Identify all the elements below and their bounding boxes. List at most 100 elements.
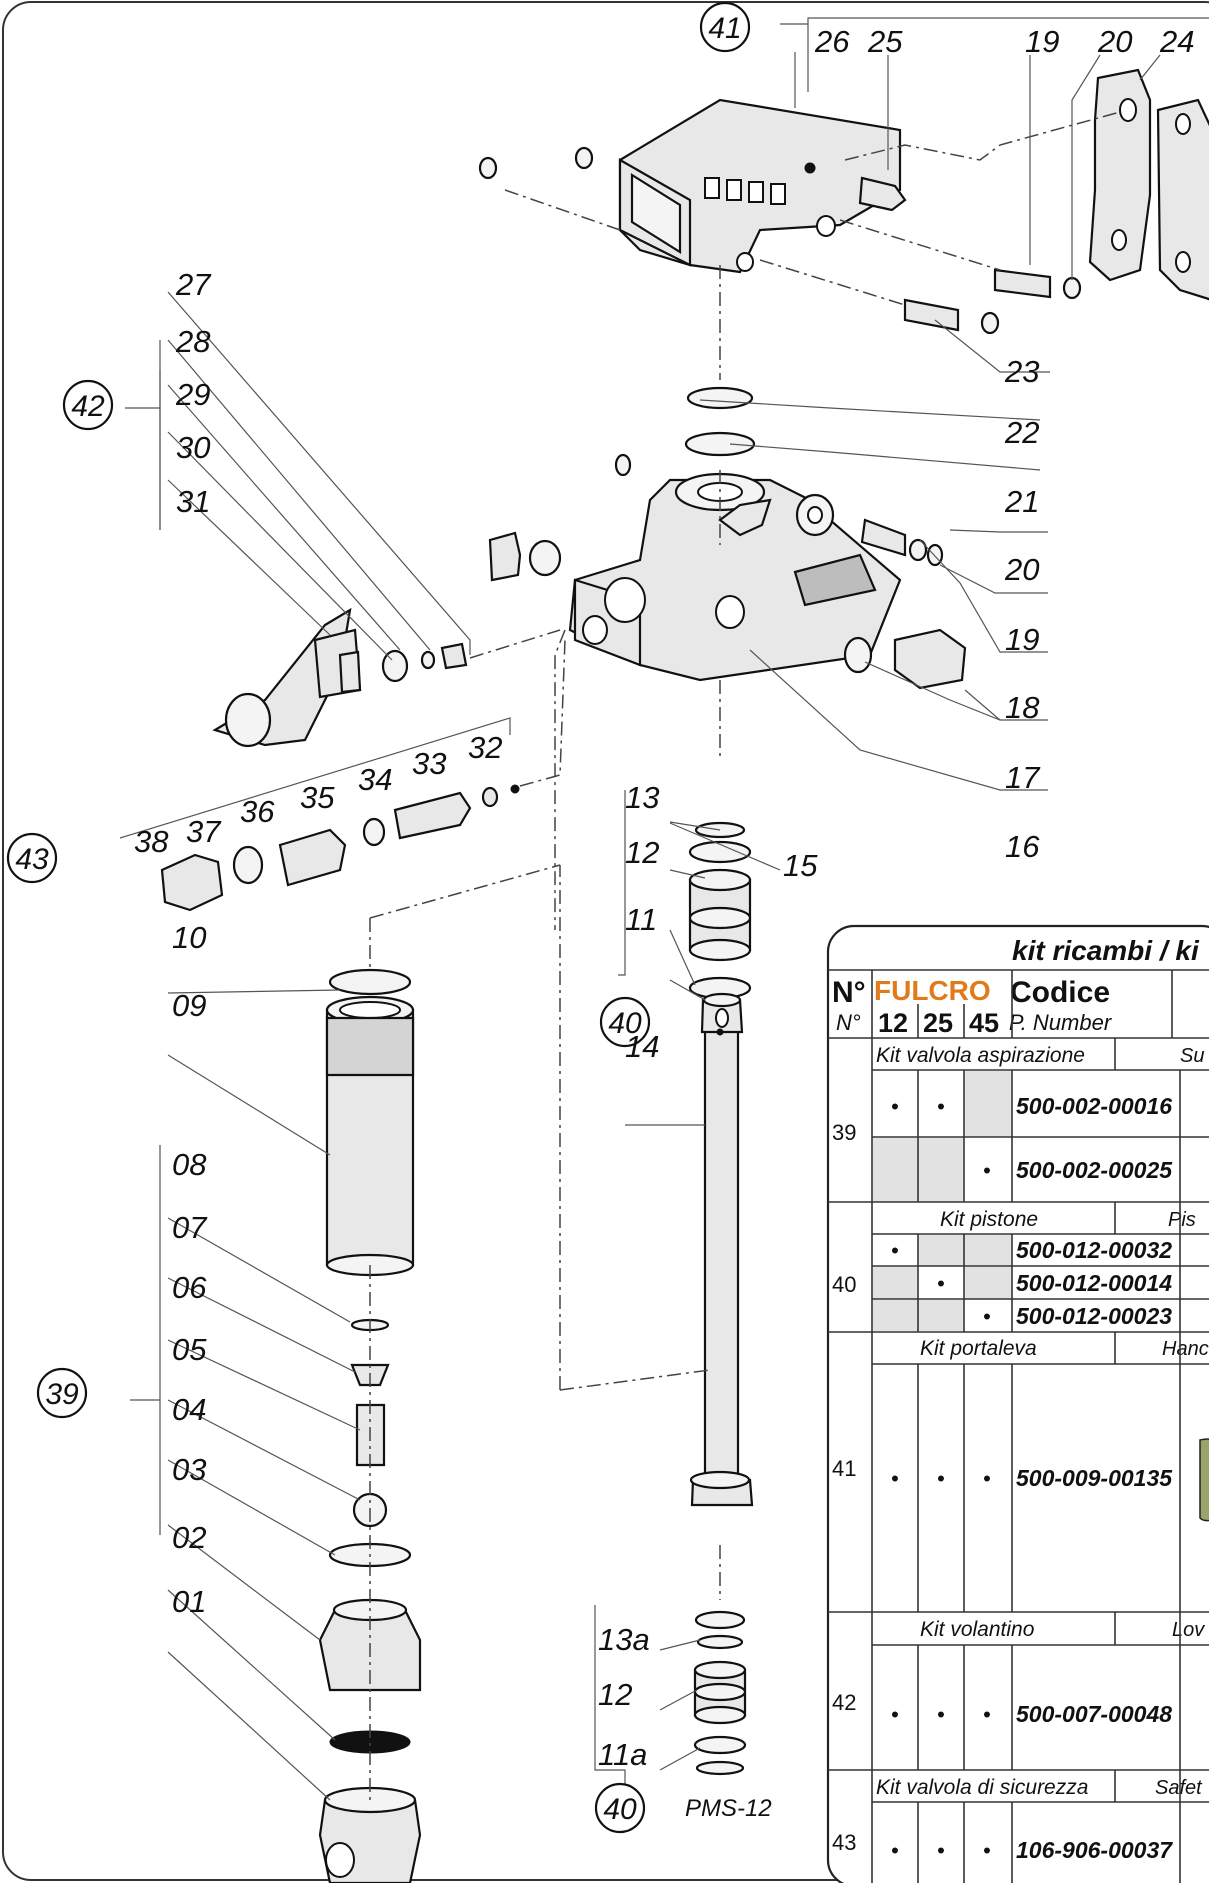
- callout-42: 42: [62, 379, 114, 431]
- pms-label: PMS-12: [685, 1795, 772, 1822]
- part-label-32: 32: [468, 730, 502, 765]
- handwheel-drawing: [125, 291, 561, 748]
- part-label-19: 19: [1025, 24, 1059, 59]
- part-label-23: 23: [1004, 354, 1039, 389]
- part-labels: 26 25 19 20 24 23 22 21 20 19 18 17 16 1…: [134, 24, 1194, 1772]
- part-label-10: 10: [172, 920, 206, 955]
- pump-body-drawing: [488, 386, 1048, 930]
- header-model-45: 45: [969, 1008, 999, 1038]
- part-label-15: 15: [783, 848, 818, 883]
- part-label-28: 28: [175, 324, 211, 359]
- code-500-012-00014: 500-012-00014: [1016, 1270, 1172, 1296]
- code-500-002-00016: 500-002-00016: [1016, 1093, 1172, 1119]
- part-label-34: 34: [358, 762, 392, 797]
- part-label-13: 13: [625, 780, 659, 815]
- callout-39: 39: [36, 1367, 88, 1419]
- bullet: •: [937, 1271, 945, 1296]
- part-label-05: 05: [172, 1332, 207, 1367]
- part-label-01: 01: [172, 1584, 206, 1619]
- bullet: •: [983, 1158, 991, 1183]
- part-label-20: 20: [1097, 24, 1132, 59]
- bullet: •: [937, 1466, 945, 1491]
- callout-40-upper: 40: [599, 996, 651, 1048]
- part-label-31: 31: [176, 484, 210, 519]
- part-label-18: 18: [1005, 690, 1040, 725]
- part-label-02: 02: [172, 1520, 206, 1555]
- row-43-name: Kit valvola di sicurezza: [876, 1776, 1088, 1799]
- row-43-name-en: Safet: [1155, 1777, 1203, 1799]
- spare-parts-table: kit ricambi / ki N° N° FULCRO 12 25 45 C…: [826, 924, 1209, 1883]
- row-40-name-en: Pis: [1168, 1209, 1196, 1231]
- part-label-17: 17: [1005, 760, 1041, 795]
- part-label-07: 07: [172, 1210, 208, 1245]
- svg-text:39: 39: [45, 1378, 79, 1411]
- row-42-name: Kit volantino: [920, 1618, 1035, 1641]
- svg-text:40: 40: [608, 1007, 642, 1040]
- code-500-012-00032: 500-012-00032: [1016, 1237, 1172, 1263]
- header-model-12: 12: [878, 1008, 908, 1038]
- part-label-04: 04: [172, 1392, 206, 1427]
- row-39-name: Kit valvola aspirazione: [876, 1044, 1085, 1067]
- handle-assembly-drawing: [478, 17, 1209, 380]
- safety-valve-drawing: [119, 639, 566, 912]
- part-label-11a: 11a: [598, 1737, 647, 1772]
- bullet: •: [983, 1466, 991, 1491]
- code-500-009-00135: 500-009-00135: [1016, 1465, 1173, 1491]
- code-500-002-00025: 500-002-00025: [1016, 1157, 1173, 1183]
- part-label-19b: 19: [1005, 622, 1039, 657]
- code-106-906-00037: 106-906-00037: [1016, 1837, 1173, 1863]
- callout-41: 41: [699, 1, 751, 53]
- brand-fulcro: FULCRO: [874, 975, 991, 1006]
- header-codice: Codice: [1010, 976, 1110, 1009]
- part-label-16: 16: [1005, 829, 1040, 864]
- part-label-21: 21: [1004, 484, 1039, 519]
- header-n: N°: [832, 976, 866, 1009]
- part-label-24: 24: [1159, 24, 1194, 59]
- header-pnumber: P. Number: [1009, 1010, 1113, 1035]
- svg-text:43: 43: [15, 843, 49, 876]
- row-40-number: 40: [832, 1272, 856, 1297]
- part-label-20b: 20: [1004, 552, 1039, 587]
- cylinder-drawing: [130, 864, 561, 1883]
- part-label-08: 08: [172, 1147, 207, 1182]
- table-title: kit ricambi / ki: [1012, 935, 1200, 966]
- part-label-03: 03: [172, 1452, 206, 1487]
- header-model-25: 25: [923, 1008, 953, 1038]
- bullet: •: [983, 1838, 991, 1863]
- callout-43: 43: [6, 832, 58, 884]
- part-label-25: 25: [867, 24, 903, 59]
- part-label-22: 22: [1004, 415, 1039, 450]
- part-label-26: 26: [814, 24, 850, 59]
- bullet: •: [891, 1094, 899, 1119]
- part-label-35: 35: [300, 780, 335, 815]
- code-500-007-00048: 500-007-00048: [1016, 1701, 1172, 1727]
- part-label-13a: 13a: [598, 1622, 650, 1657]
- part-label-37: 37: [186, 814, 222, 849]
- part-label-14: 14: [625, 1029, 659, 1064]
- callout-40-lower: 40 PMS-12: [594, 1782, 772, 1834]
- row-40-name: Kit pistone: [940, 1208, 1038, 1231]
- bullet: •: [983, 1304, 991, 1329]
- part-label-12: 12: [625, 835, 659, 870]
- svg-text:42: 42: [71, 390, 105, 423]
- bullet: •: [937, 1838, 945, 1863]
- row-41-name-en: Hanc: [1162, 1338, 1209, 1360]
- svg-text:41: 41: [708, 12, 741, 45]
- row-43-number: 43: [832, 1830, 856, 1855]
- row-39-name-en: Su: [1180, 1045, 1204, 1067]
- row-42-number: 42: [832, 1690, 856, 1715]
- bullet: •: [891, 1838, 899, 1863]
- part-label-29: 29: [175, 377, 210, 412]
- code-500-012-00023: 500-012-00023: [1016, 1303, 1172, 1329]
- piston-seals-drawing: [559, 865, 747, 1791]
- row-41-number: 41: [832, 1456, 856, 1481]
- row-39-number: 39: [832, 1120, 856, 1145]
- bullet: •: [891, 1466, 899, 1491]
- part-label-12b: 12: [598, 1677, 632, 1712]
- part-label-30: 30: [176, 430, 210, 465]
- bullet: •: [891, 1702, 899, 1727]
- part-label-09: 09: [172, 988, 206, 1023]
